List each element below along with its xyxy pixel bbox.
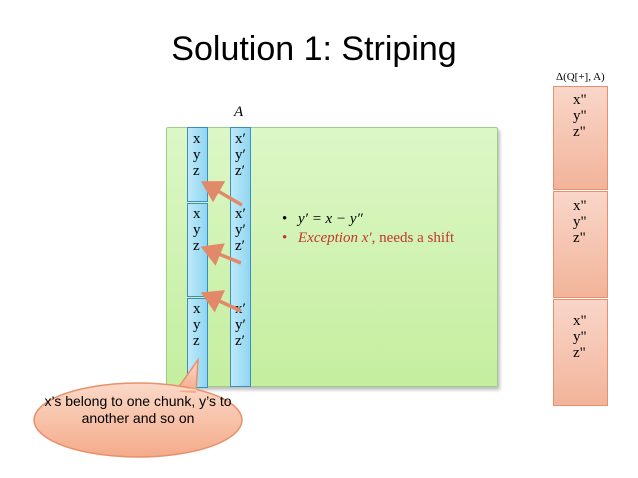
bullet-1: •y′ = x − y″ — [282, 211, 363, 227]
matrix-label-a: A — [234, 104, 244, 120]
bullet-list: •y′ = x − y″ •Exception x′, needs a shif… — [282, 210, 454, 248]
delta-label: Δ(Q[+], A) — [556, 71, 605, 83]
delta-block-3 — [553, 299, 608, 406]
delta-cell-3: x" y" z" — [573, 313, 587, 361]
delta-cell-2: x" y" z" — [573, 198, 587, 246]
slide-title: Solution 1: Striping — [171, 30, 457, 68]
left-cell-3: x y z — [193, 301, 201, 349]
right-cell-2: x′ y′ z′ — [235, 206, 246, 254]
right-cell-1: x′ y′ z′ — [235, 131, 246, 179]
callout-text: x’s belong to one chunk, y’s to another … — [44, 393, 232, 426]
delta-block-1 — [553, 86, 608, 190]
left-cell-1: x y z — [193, 131, 201, 179]
delta-cell-1: x" y" z" — [573, 92, 587, 140]
left-stripe-block-3 — [187, 298, 208, 388]
left-cell-2: x y z — [193, 206, 201, 254]
bullet-2: •Exception x′, needs a shift — [282, 230, 455, 246]
delta-block-2 — [553, 191, 608, 298]
